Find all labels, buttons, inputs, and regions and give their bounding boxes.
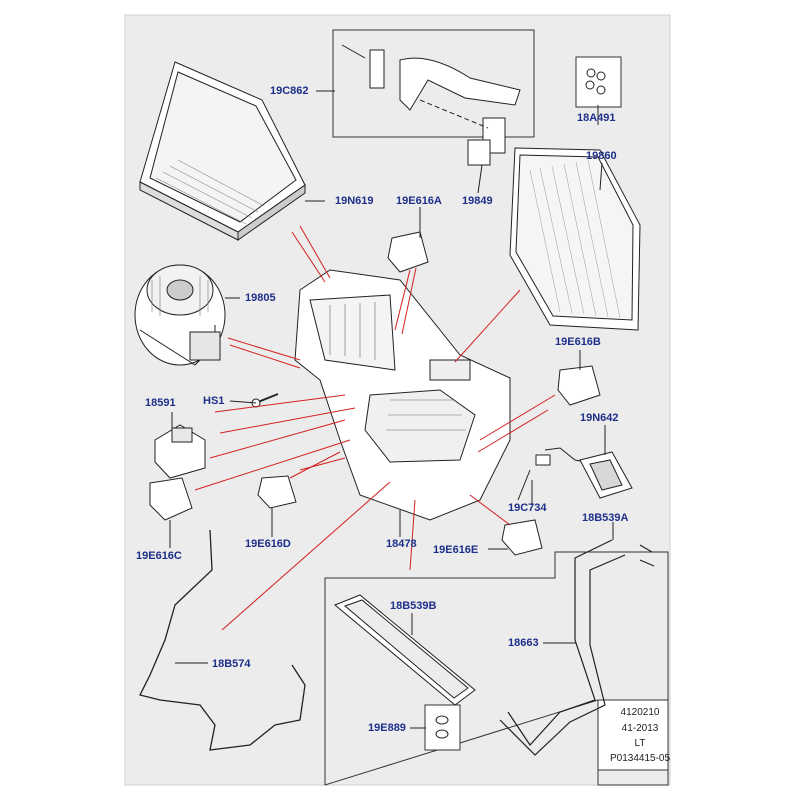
inset-box-seals bbox=[575, 56, 622, 108]
cabin-filter-drawing bbox=[139, 61, 306, 241]
resistor-drawing bbox=[154, 424, 206, 479]
label-19E616A[interactable]: 19E616A bbox=[396, 195, 442, 207]
heater-core-drawing bbox=[334, 594, 476, 706]
label-18B574[interactable]: 18B574 bbox=[212, 658, 251, 670]
housing-vents bbox=[329, 302, 466, 431]
label-19E616C[interactable]: 19E616C bbox=[136, 550, 182, 562]
label-18478[interactable]: 18478 bbox=[386, 538, 417, 550]
hvac-housing-drawing bbox=[294, 269, 511, 521]
seal-rings-small-drawing bbox=[435, 715, 449, 739]
stamp-line-1: 4120210 bbox=[620, 707, 660, 718]
valve-dash-line bbox=[419, 99, 489, 129]
stamp-line-2: 41-2013 bbox=[621, 723, 659, 734]
stamp-box bbox=[597, 699, 669, 771]
heater-pipes-drawing bbox=[499, 539, 655, 756]
seal-rings-drawing bbox=[585, 68, 606, 95]
label-HS1[interactable]: HS1 bbox=[203, 395, 225, 407]
red-leader-lines bbox=[194, 225, 556, 631]
evaporator-fins bbox=[529, 159, 621, 319]
stamp-line-3: LT bbox=[634, 738, 646, 749]
inset-box-valve bbox=[332, 29, 535, 138]
label-19E616D[interactable]: 19E616D bbox=[245, 538, 291, 550]
label-19849[interactable]: 19849 bbox=[462, 195, 493, 207]
inset-box-seals-small bbox=[424, 704, 461, 751]
label-18B539A[interactable]: 18B539A bbox=[582, 512, 629, 524]
label-18663[interactable]: 18663 bbox=[508, 637, 539, 649]
label-19N642[interactable]: 19N642 bbox=[580, 412, 619, 424]
label-18B539B[interactable]: 18B539B bbox=[390, 600, 437, 612]
stamp-line-4: P0134415-05 bbox=[609, 753, 671, 764]
label-19C734[interactable]: 19C734 bbox=[508, 502, 547, 514]
label-19E889[interactable]: 19E889 bbox=[368, 722, 406, 734]
label-19860[interactable]: 19860 bbox=[586, 150, 617, 162]
label-19E616E[interactable]: 19E616E bbox=[433, 544, 479, 556]
label-19805[interactable]: 19805 bbox=[245, 292, 276, 304]
label-leader-lines bbox=[169, 90, 614, 729]
expansion-valve-drawing bbox=[341, 44, 521, 166]
label-19C862[interactable]: 19C862 bbox=[270, 85, 309, 97]
blower-fins bbox=[151, 276, 209, 316]
blower-motor-drawing bbox=[134, 264, 226, 366]
inset-box-heater bbox=[324, 551, 669, 786]
grommet-drawing bbox=[579, 451, 633, 499]
wiring-harness-drawing bbox=[139, 529, 306, 751]
evaporator-drawing bbox=[509, 147, 641, 331]
label-19E616B[interactable]: 19E616B bbox=[555, 336, 601, 348]
label-18591[interactable]: 18591 bbox=[145, 397, 176, 409]
cabin-filter-pleats bbox=[155, 159, 265, 225]
label-19N619[interactable]: 19N619 bbox=[335, 195, 374, 207]
actuator-drawings bbox=[149, 231, 601, 556]
label-18A491[interactable]: 18A491 bbox=[577, 112, 616, 124]
